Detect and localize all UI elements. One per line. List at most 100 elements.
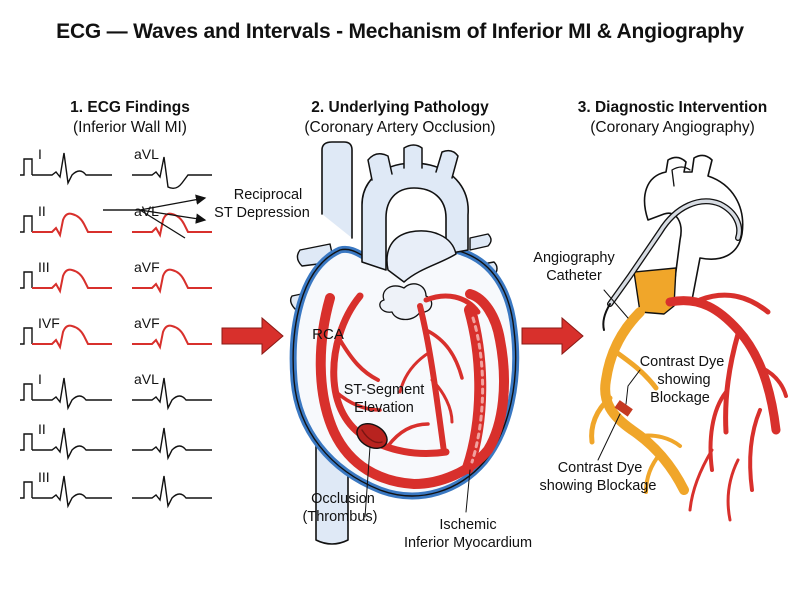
lead-label-left: IVF [38,315,60,331]
rca-contrast [600,307,689,495]
panel-pathology-heading: 2. Underlying Pathology [311,99,489,116]
catheter-inner [608,199,741,306]
lead-label-left: I [38,371,42,387]
calibration-pulse [20,327,33,345]
dye-lower-label-line1: Contrast Dye [558,460,643,476]
ecg-trace-left [32,152,112,186]
ecg-row: IVF aVF [20,315,212,350]
rca-label: RCA [312,326,344,343]
panel-ecg-header: 1. ECG Findings (Inferior Wall MI) [20,98,240,138]
ischemic-label-line2: Inferior Myocardium [404,535,532,551]
dye-lower-leader [597,413,621,461]
contrast-aortic-root [633,267,677,315]
calibration-pulse [20,271,33,289]
ecg-trace-left [32,268,112,294]
reciprocal-label-line1: Reciprocal [234,187,303,203]
ecg-trace-right [132,377,212,411]
catheter-leader [603,289,629,319]
lead-label-left: I [38,146,42,162]
lead-label-right: aVL [134,146,159,162]
st-elevation-label-line1: ST-Segment [344,382,425,398]
st-elevation-label-line2: Elevation [354,400,414,416]
lead-label-left: III [38,469,50,485]
ischemic-leader [465,469,471,513]
lca-branch-5 [748,408,762,492]
lca-branch-4 [708,390,728,472]
ecg-trace-right [132,324,212,350]
panel-intervention-heading: 3. Diagnostic Intervention [577,99,768,116]
contrast-blockage [614,400,633,417]
left-subclavian-artery [435,149,459,179]
panel-ecg-heading: 1. ECG Findings [70,99,190,116]
dye-upper-label-line2: showing [657,372,710,388]
rca-contrast-branch-2 [589,395,613,445]
angiography-illustration [589,154,788,522]
ecg-row: III [20,469,212,509]
lad-branch-1 [424,328,464,380]
rca-contrast-branch-3 [638,433,682,448]
calibration-pulse [20,215,33,233]
lca-branch-7 [726,458,740,522]
panel-pathology-header: 2. Underlying Pathology (Coronary Artery… [265,98,535,138]
panel-intervention-header: 3. Diagnostic Intervention (Coronary Ang… [555,98,790,138]
rca-contrast-branch-1 [613,349,659,391]
lad-branch-3 [398,350,432,394]
ischemic-label-line1: Ischemic [439,517,496,533]
ecg-trace-left [32,324,112,350]
occlusion-label-line2: (Thrombus) [303,509,378,525]
pulmonary-trunk [386,230,457,283]
calibration-pulse [20,383,33,401]
lad-branch-2 [430,378,454,424]
catheter-tip [602,303,611,331]
lead-label-left: II [38,203,46,219]
reciprocal-label-line2: ST Depression [214,205,310,221]
ecg-trace-right [132,268,212,294]
reciprocal-arrows [103,194,207,239]
ecg-trace-right [132,156,212,190]
thrombus-detail [361,429,383,444]
pulmonary-vein-upper [469,233,492,251]
lca-branch-6 [688,448,714,512]
brachiocephalic-artery [367,153,393,181]
calibration-pulse [20,433,33,451]
flow-arrow-1 [221,316,284,356]
lead-label-right: aVF [134,259,160,275]
occlusion-leader [364,446,371,518]
lca-branch-2 [723,331,741,435]
ecg-trace-left [32,427,112,461]
rca-branch-1 [338,338,380,382]
catheter-label-line1: Angiography [533,250,615,266]
lead-label-right: aVL [134,371,159,387]
occlusion-label-line1: Occlusion [311,491,375,507]
catheter-label-line2: Catheter [546,268,602,284]
dye-upper-label-line3: Blockage [650,390,710,406]
left-anterior-descending [417,303,447,455]
dye-upper-label-line1: Contrast Dye [640,354,725,370]
ecg-trace-left [32,377,112,411]
ecg-trace-left [32,212,112,238]
panel-ecg-subheading: (Inferior Wall MI) [73,119,187,136]
diagram-title: ECG — Waves and Intervals - Mechanism of… [56,20,744,43]
rca-branch-3 [386,422,430,448]
right-coronary-artery [330,292,450,457]
flow-arrow-2 [521,316,584,356]
dye-upper-leader [625,369,641,405]
lca-branch-1 [697,292,771,315]
dye-lower-label-line2: showing Blockage [540,478,657,494]
calibration-pulse [20,481,33,499]
ecg-trace-right [132,212,212,238]
left-common-carotid [403,144,423,169]
angio-arch-vessel [671,166,691,187]
lead-label-right: aVF [134,315,160,331]
lead-label-left: II [38,421,46,437]
ischemic-texture [470,316,485,464]
panel-intervention-subheading: (Coronary Angiography) [590,119,755,136]
ecg-trace-left [32,475,112,509]
superior-vena-cava [321,141,353,239]
ecg-row: II [20,421,212,461]
